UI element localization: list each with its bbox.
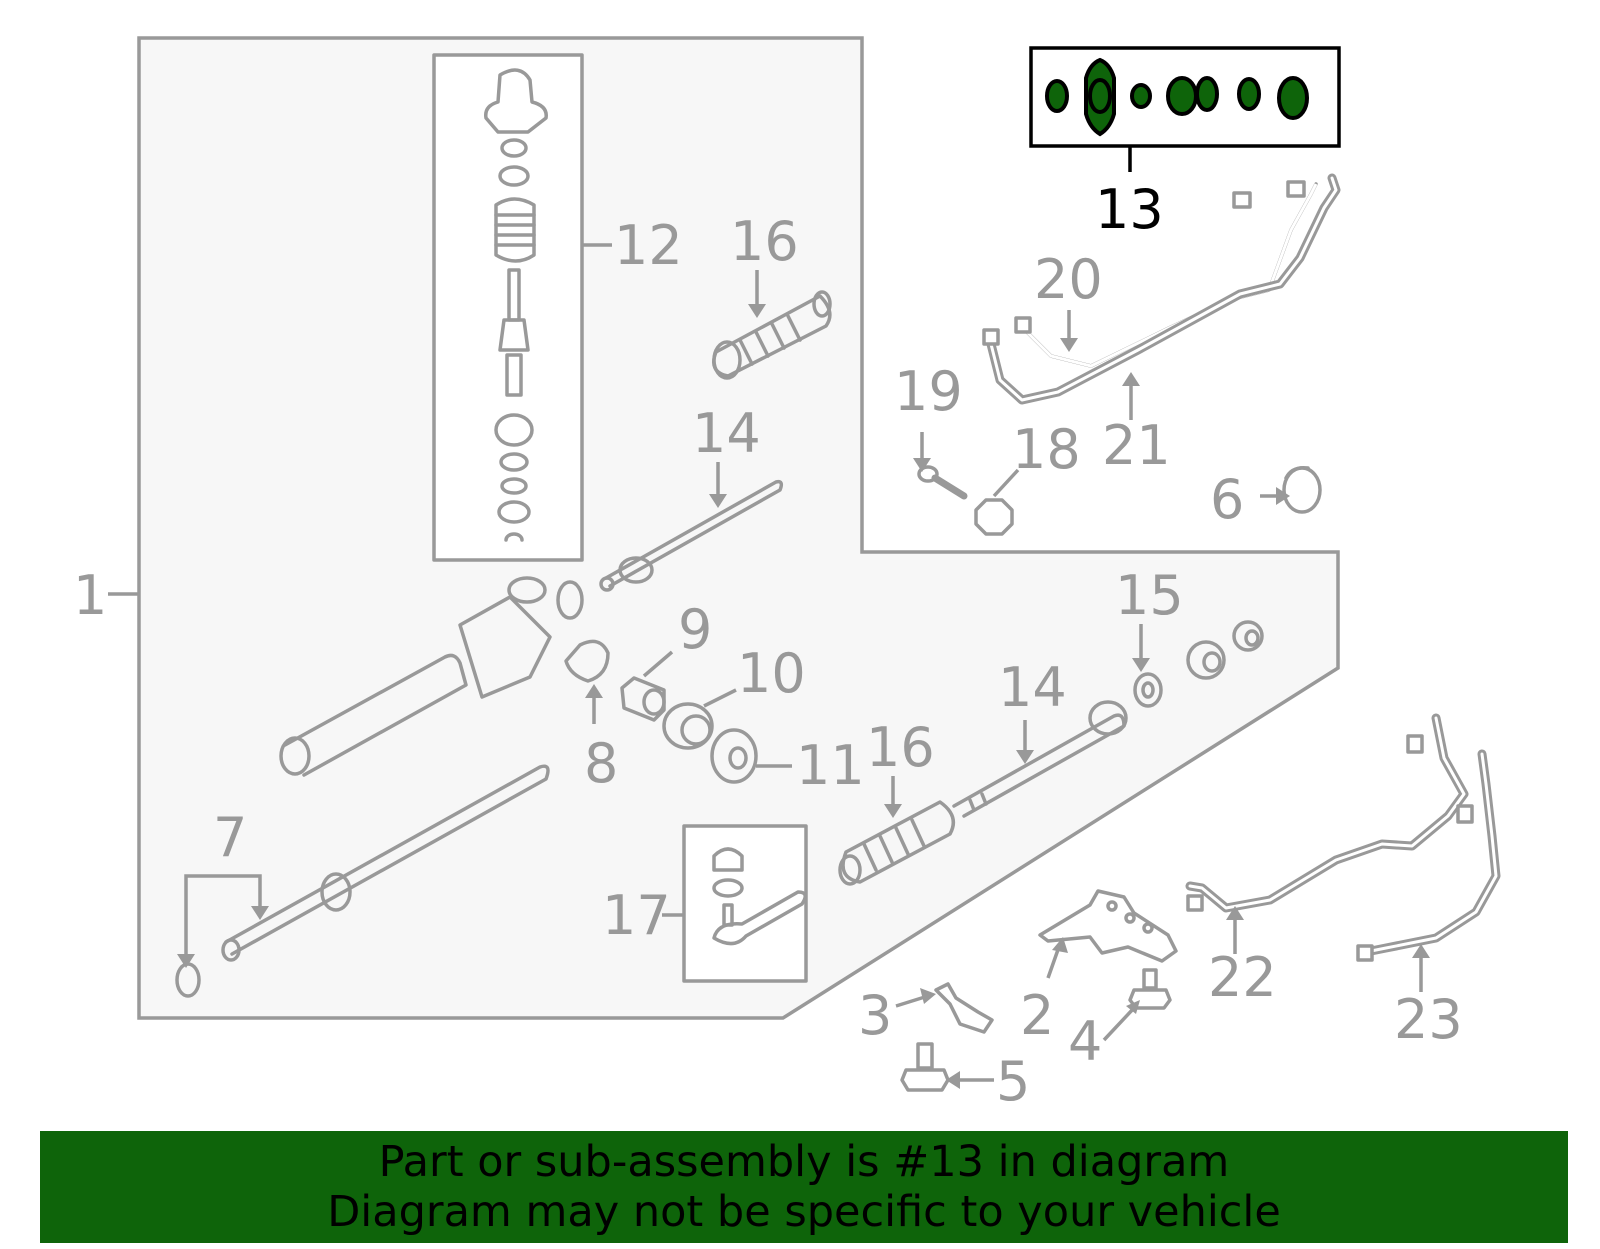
part-13-seal-kit[interactable] [1029, 46, 1341, 148]
bushing-pair [1186, 620, 1264, 680]
info-banner: Part or sub-assembly is #13 in diagram D… [40, 1131, 1568, 1243]
part-4-bolt[interactable] [1128, 968, 1172, 1010]
label-17: 17 [602, 884, 671, 947]
part-11-washer[interactable] [710, 728, 758, 784]
part-16-upper-boot[interactable] [712, 290, 832, 380]
label-20: 20 [1034, 248, 1103, 311]
part-14-upper-tie-rod[interactable] [599, 479, 784, 592]
label-8: 8 [584, 732, 618, 795]
label-2: 2 [1020, 984, 1054, 1047]
label-19: 19 [894, 360, 963, 423]
label-5: 5 [996, 1050, 1030, 1113]
part-23-pipe[interactable] [1356, 749, 1501, 962]
label-10: 10 [737, 642, 806, 705]
label-14-upper: 14 [692, 402, 761, 465]
label-14-lower: 14 [998, 656, 1067, 719]
label-4: 4 [1068, 1010, 1102, 1073]
label-22: 22 [1208, 946, 1277, 1009]
label-1: 1 [73, 564, 107, 627]
label-15: 15 [1115, 564, 1184, 627]
part-5-bolt[interactable] [900, 1042, 950, 1092]
part-9-bushing[interactable] [620, 676, 666, 722]
part-15-washer[interactable] [1133, 672, 1163, 708]
label-23: 23 [1394, 988, 1463, 1051]
part-14-lower-tie-rod[interactable] [952, 700, 1128, 818]
banner-line-1: Part or sub-assembly is #13 in diagram [378, 1137, 1230, 1187]
part-7-rack-bar[interactable] [175, 764, 550, 998]
part-6-cap[interactable] [1282, 465, 1322, 514]
label-16-upper: 16 [730, 210, 799, 273]
label-12: 12 [614, 214, 683, 277]
label-11: 11 [796, 734, 865, 797]
part-12-valve-kit[interactable] [432, 53, 584, 562]
steering-rack-housing [279, 576, 610, 777]
part-22-pipe[interactable] [1185, 713, 1469, 913]
label-3: 3 [858, 984, 892, 1047]
label-6: 6 [1210, 468, 1244, 531]
label-16-lower: 16 [866, 716, 935, 779]
banner-line-2: Diagram may not be specific to your vehi… [327, 1187, 1281, 1237]
part-21-pipe[interactable] [982, 173, 1341, 405]
part-18-nut[interactable] [974, 498, 1014, 536]
label-7: 7 [213, 806, 247, 869]
part-19-bolt[interactable] [917, 465, 968, 500]
part-16-lower-boot[interactable] [838, 800, 956, 886]
label-18: 18 [1012, 418, 1081, 481]
part-2-bracket[interactable] [1038, 889, 1178, 963]
label-9: 9 [678, 598, 712, 661]
label-13: 13 [1095, 178, 1164, 241]
part-17-tie-rod-end[interactable] [682, 824, 808, 983]
part-3-bracket[interactable] [934, 982, 994, 1034]
label-21: 21 [1102, 414, 1171, 477]
part-10-bushing[interactable] [662, 702, 714, 750]
